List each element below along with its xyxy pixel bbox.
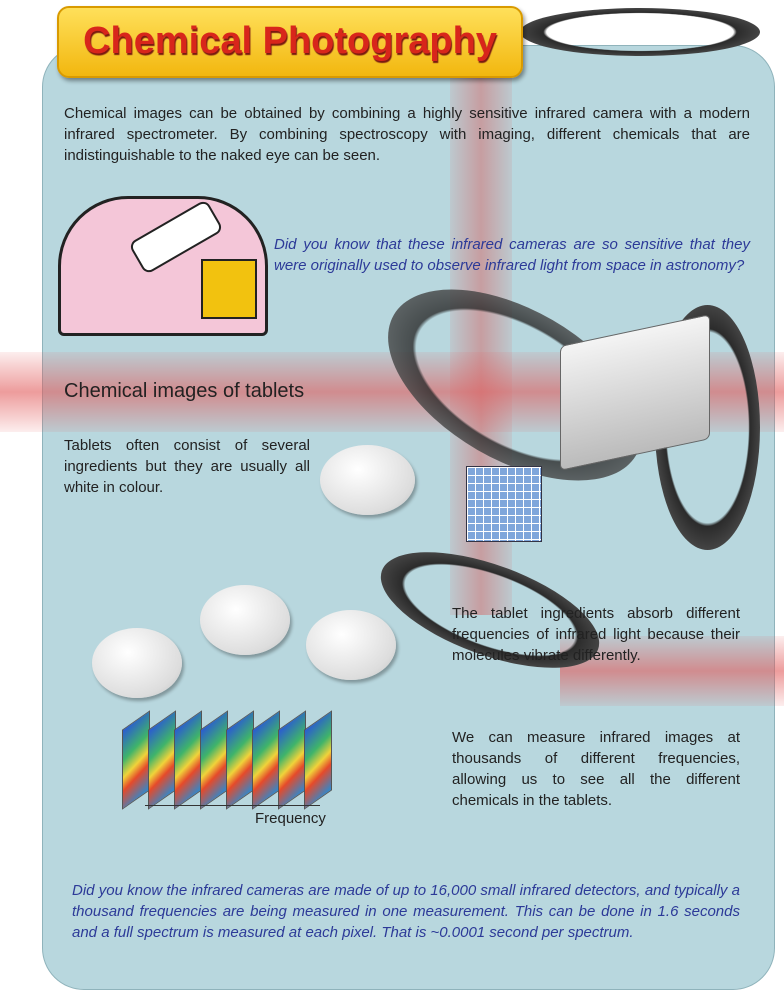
title-badge: Chemical Photography (57, 6, 523, 78)
fact-astronomy: Did you know that these infrared cameras… (274, 236, 750, 274)
measure-text: We can measure infrared images at thousa… (452, 729, 740, 809)
chemical-image-grid (466, 466, 542, 542)
spectral-image (252, 710, 280, 810)
spectral-image-stack (122, 710, 352, 810)
tablet-1 (92, 628, 182, 698)
spectral-image (200, 710, 228, 810)
astronomer-illustration (58, 196, 268, 336)
spectral-image (226, 710, 254, 810)
section-heading: Chemical images of tablets (64, 380, 305, 402)
absorb-text: The tablet ingredients absorb different … (452, 605, 740, 664)
spectral-image (278, 710, 306, 810)
spectral-image (304, 710, 332, 810)
frequency-axis-arrow (145, 805, 320, 806)
disc-top-decoration (520, 8, 760, 56)
frequency-axis-label: Frequency (255, 810, 326, 827)
poster-panel (42, 45, 775, 990)
tablets-text: Tablets often consist of several ingredi… (64, 437, 310, 496)
fact-detectors: Did you know the infrared cameras are ma… (72, 882, 740, 941)
page-title: Chemical Photography (83, 20, 497, 62)
star-chart-icon (201, 259, 257, 319)
spectral-image (148, 710, 176, 810)
tablet-2 (200, 585, 290, 655)
tablet-white (320, 445, 415, 515)
intro-text: Chemical images can be obtained by combi… (64, 105, 750, 164)
spectral-image (122, 710, 150, 810)
spectral-image (174, 710, 202, 810)
tablet-3 (306, 610, 396, 680)
